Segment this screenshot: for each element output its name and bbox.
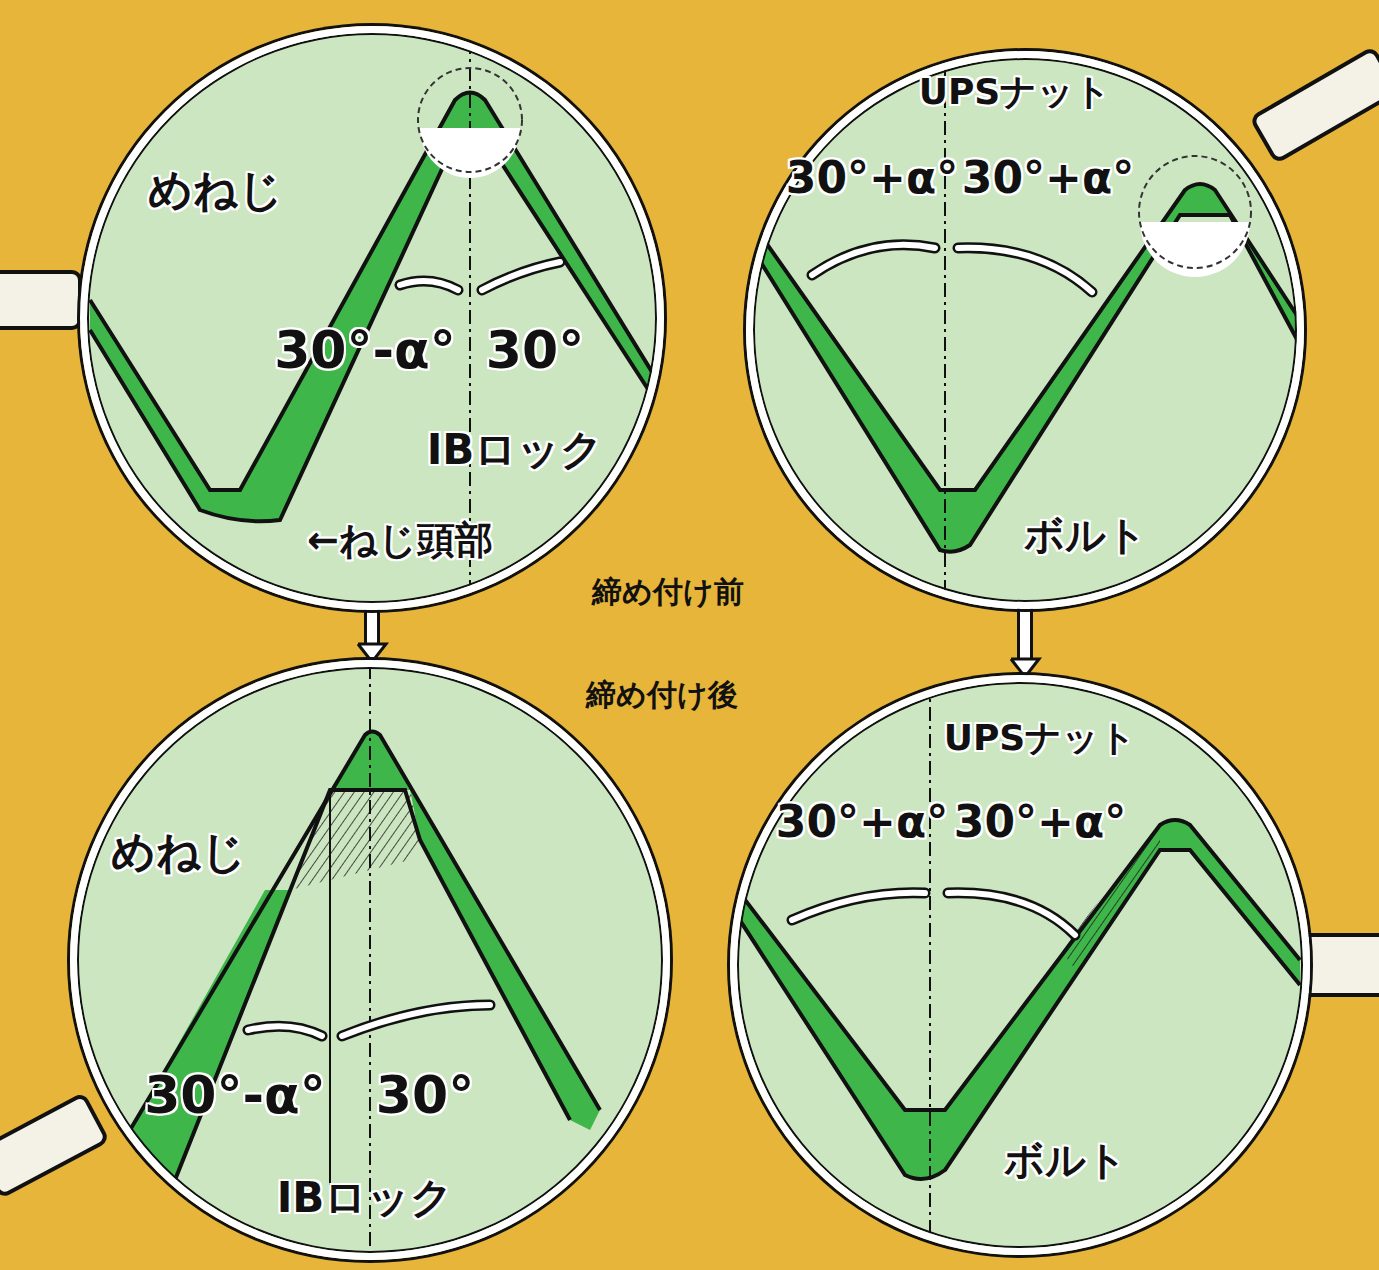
arrow-shaft — [1017, 607, 1033, 659]
magnifier-lens: めねじ 30°-α° 30° IBロック ←ねじ頭部 — [80, 26, 664, 610]
thread-profile — [130, 665, 600, 1255]
magnifier-lens: UPSナット 30°+α°30°+α° ボルト — [746, 51, 1304, 609]
magnifier-lens: めねじ 30°-α° 30° IBロック — [70, 660, 670, 1260]
thread-label: 30° — [486, 324, 584, 376]
flow-arrow — [1011, 607, 1039, 677]
lens-ground — [76, 32, 1304, 1254]
stage-label: 締め付け後 — [582, 674, 742, 717]
thread-label: 30°+α° — [954, 800, 1126, 844]
arrow-shaft — [1020, 608, 1030, 660]
thread-label: 30°+α° — [962, 156, 1134, 200]
flow-arrow — [358, 608, 386, 662]
thread-label: ボルト — [1004, 1140, 1127, 1180]
thread-label: めねじ — [148, 168, 283, 212]
thread-label: 30°+α° — [776, 800, 948, 844]
thread-profile — [750, 40, 1300, 610]
thread-profile — [90, 40, 660, 600]
arrow-shaft — [364, 608, 380, 644]
thread-label: 30° — [376, 1069, 474, 1121]
stage-label: 締め付け前 — [588, 571, 748, 614]
angle-arrow — [248, 245, 1092, 1036]
arrow-shaft — [367, 609, 377, 645]
thread-label: ボルト — [1024, 515, 1147, 555]
thread-label: 30°-α° — [144, 1069, 326, 1121]
thread-label: 30°-α° — [274, 324, 456, 376]
thread-label: UPSナット — [944, 720, 1137, 756]
magnifier-lens: UPSナット 30°+α°30°+α° ボルト — [730, 675, 1310, 1255]
thread-profile — [730, 680, 1300, 1250]
thread-label: IBロック — [277, 1177, 454, 1219]
thread-label: ←ねじ頭部 — [307, 521, 493, 559]
thread-label: UPSナット — [919, 74, 1112, 110]
thread-label: めねじ — [111, 830, 246, 874]
thread-label: IBロック — [427, 429, 604, 471]
thread-label: 30°+α° — [786, 156, 958, 200]
